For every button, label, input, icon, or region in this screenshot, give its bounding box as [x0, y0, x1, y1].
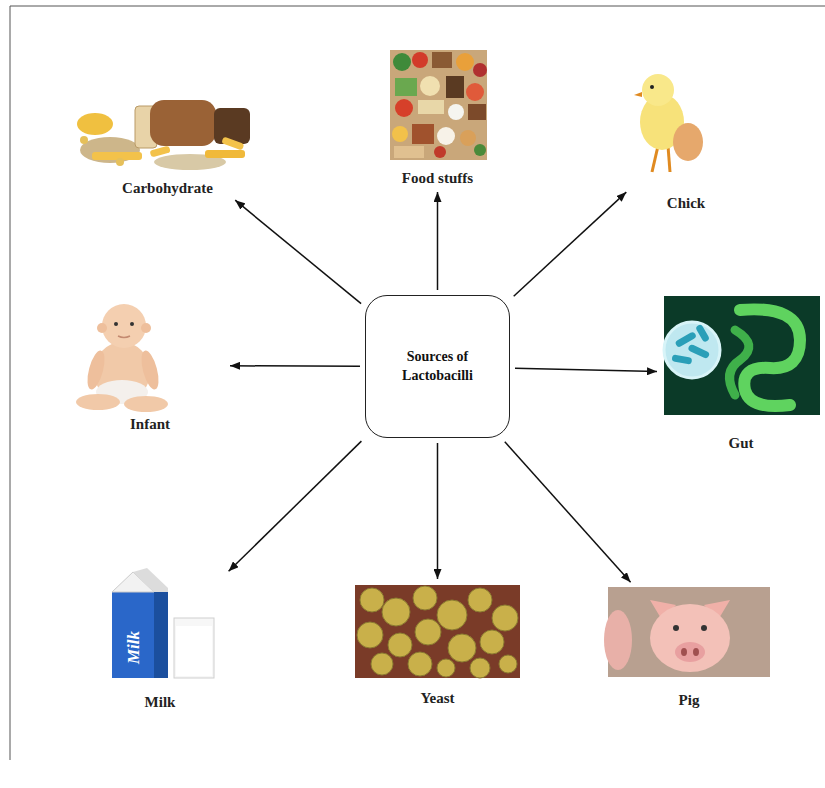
- source-label: Food stuffs: [385, 170, 490, 187]
- arrow: [514, 192, 627, 296]
- picture-space: [75, 298, 225, 416]
- foodstuffs-picture: [390, 50, 487, 160]
- carton-text: Milk: [124, 631, 144, 664]
- yeast-picture: [355, 585, 520, 678]
- infant-picture: [76, 304, 168, 412]
- source-label: Pig: [608, 692, 770, 709]
- picture-space: [355, 584, 520, 690]
- source-node: Milk: [95, 566, 225, 711]
- pig-picture: [604, 587, 770, 677]
- source-node: Food stuffs: [385, 48, 490, 187]
- arrow: [515, 368, 657, 371]
- frame-line: [10, 6, 11, 760]
- picture-space: [608, 586, 770, 692]
- source-node: Chick: [630, 62, 742, 212]
- frame-line: [10, 6, 825, 7]
- picture-space: [95, 566, 225, 694]
- source-label: Infant: [75, 416, 225, 433]
- source-label: Milk: [95, 694, 225, 711]
- source-label: Gut: [662, 435, 820, 452]
- chick-picture: [634, 74, 703, 172]
- picture-space: [662, 295, 820, 435]
- carbohydrate-picture: [77, 100, 250, 170]
- source-node: Yeast: [355, 584, 520, 707]
- gut-picture: [664, 296, 820, 415]
- source-label: Carbohydrate: [80, 180, 255, 197]
- source-node: Gut: [662, 295, 820, 452]
- source-node: Pig: [608, 586, 770, 709]
- source-node: Carbohydrate: [80, 92, 255, 197]
- arrow: [437, 192, 439, 290]
- picture-space: [80, 92, 255, 180]
- source-node: Infant: [75, 298, 225, 433]
- center-box: Sources of Lactobacilli: [365, 295, 510, 438]
- picture-space: [630, 62, 742, 195]
- source-label: Chick: [630, 195, 742, 212]
- source-label: Yeast: [355, 690, 520, 707]
- picture-space: [385, 48, 490, 170]
- arrow: [229, 441, 362, 571]
- arrow: [230, 365, 360, 367]
- arrow: [437, 443, 439, 579]
- center-title: Sources of Lactobacilli: [386, 348, 489, 386]
- arrow: [235, 200, 361, 304]
- arrow: [505, 442, 631, 583]
- milk-picture: [112, 568, 214, 678]
